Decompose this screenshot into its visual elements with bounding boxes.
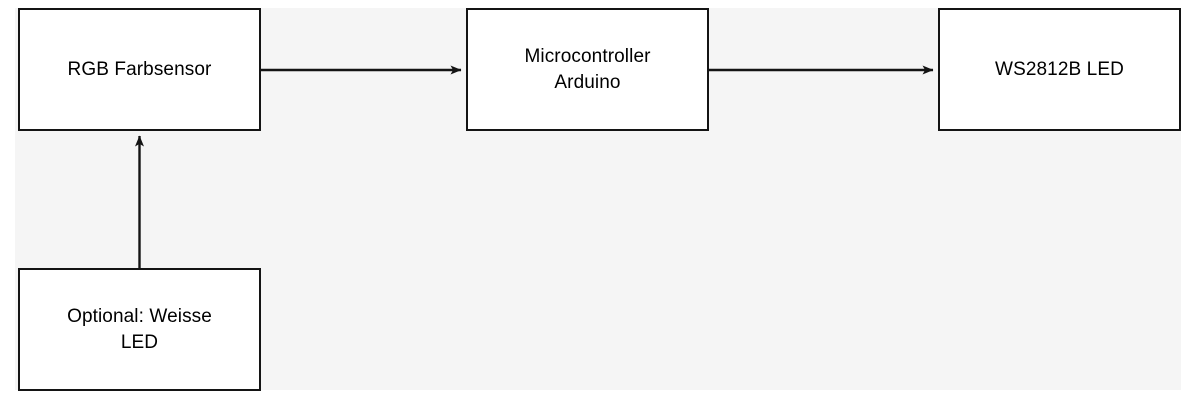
- node-microcontroller-arduino-label: Microcontroller Arduino: [524, 45, 651, 93]
- node-optional-weisse-led[interactable]: Optional: Weisse LED: [18, 268, 261, 391]
- node-microcontroller-arduino[interactable]: Microcontroller Arduino: [466, 8, 709, 131]
- node-ws2812b-led-label: WS2812B LED: [995, 58, 1124, 80]
- node-ws2812b-led[interactable]: WS2812B LED: [938, 8, 1181, 131]
- node-optional-weisse-led-label: Optional: Weisse LED: [67, 305, 212, 353]
- node-rgb-farbsensor-label: RGB Farbsensor: [67, 58, 212, 80]
- node-rgb-farbsensor[interactable]: RGB Farbsensor: [18, 8, 261, 131]
